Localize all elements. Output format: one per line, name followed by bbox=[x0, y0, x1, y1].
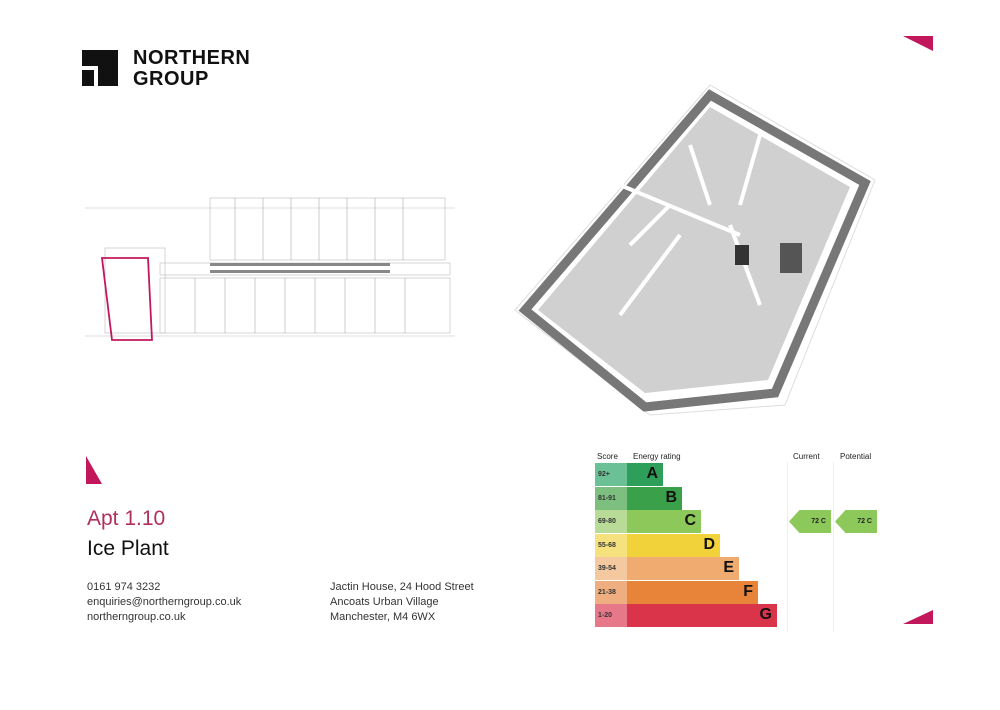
epc-header-score: Score bbox=[597, 452, 618, 461]
phone-number[interactable]: 0161 974 3232 bbox=[87, 581, 161, 593]
accent-triangle-icon bbox=[86, 456, 102, 484]
epc-band-bar: E bbox=[627, 557, 739, 580]
epc-band-letter: C bbox=[684, 512, 696, 529]
epc-band-bar: A bbox=[627, 463, 663, 486]
epc-band-score: 92+ bbox=[595, 463, 627, 486]
apartment-3d-plan bbox=[514, 84, 876, 416]
epc-band-letter: A bbox=[646, 465, 658, 482]
epc-band-letter: B bbox=[665, 488, 677, 506]
epc-header-potential: Potential bbox=[840, 452, 872, 461]
corner-triangle-bottom-icon bbox=[903, 610, 933, 624]
address-line3: Manchester, M4 6WX bbox=[330, 611, 436, 623]
address-line2: Ancoats Urban Village bbox=[330, 596, 439, 608]
logo-line2: GROUP bbox=[133, 68, 209, 90]
epc-current-arrow: 72 C bbox=[789, 510, 831, 533]
epc-band-letter: E bbox=[723, 559, 734, 576]
building-name: Ice Plant bbox=[87, 537, 169, 560]
epc-band-score: 21-38 bbox=[595, 580, 627, 604]
epc-band-letter: F bbox=[743, 582, 753, 600]
epc-band-score: 81-91 bbox=[595, 486, 627, 510]
epc-header-current: Current bbox=[793, 452, 820, 461]
epc-band-score: 1-20 bbox=[595, 604, 627, 627]
epc-band-letter: G bbox=[759, 606, 772, 623]
website-link[interactable]: northerngroup.co.uk bbox=[87, 611, 186, 623]
address-line1: Jactin House, 24 Hood Street bbox=[330, 581, 474, 593]
logo-line1: NORTHERN bbox=[133, 47, 251, 69]
epc-band-bar: B bbox=[627, 486, 682, 510]
building-floor-plan bbox=[85, 188, 455, 343]
corner-triangle-top-icon bbox=[903, 36, 933, 51]
apartment-number: Apt 1.10 bbox=[87, 507, 166, 530]
epc-band-bar: F bbox=[627, 580, 758, 604]
epc-band-bar: C bbox=[627, 510, 701, 533]
epc-band-bar: D bbox=[627, 533, 720, 557]
divider bbox=[787, 462, 788, 632]
epc-chart: Score Energy rating Current Potential 92… bbox=[595, 452, 885, 632]
email-link[interactable]: enquiries@northerngroup.co.uk bbox=[87, 596, 242, 608]
contact-details: 0161 974 3232 enquiries@northerngroup.co… bbox=[87, 580, 241, 625]
epc-band-score: 39-54 bbox=[595, 557, 627, 580]
epc-header-rating: Energy rating bbox=[633, 452, 681, 461]
epc-band-score: 55-68 bbox=[595, 533, 627, 557]
divider bbox=[833, 462, 834, 632]
epc-band-letter: D bbox=[703, 535, 715, 553]
epc-potential-arrow: 72 C bbox=[835, 510, 877, 533]
epc-band-bar: G bbox=[627, 604, 777, 627]
epc-band-score: 69-80 bbox=[595, 510, 627, 533]
office-address: Jactin House, 24 Hood Street Ancoats Urb… bbox=[330, 580, 474, 625]
northern-group-logo-icon bbox=[82, 50, 118, 86]
